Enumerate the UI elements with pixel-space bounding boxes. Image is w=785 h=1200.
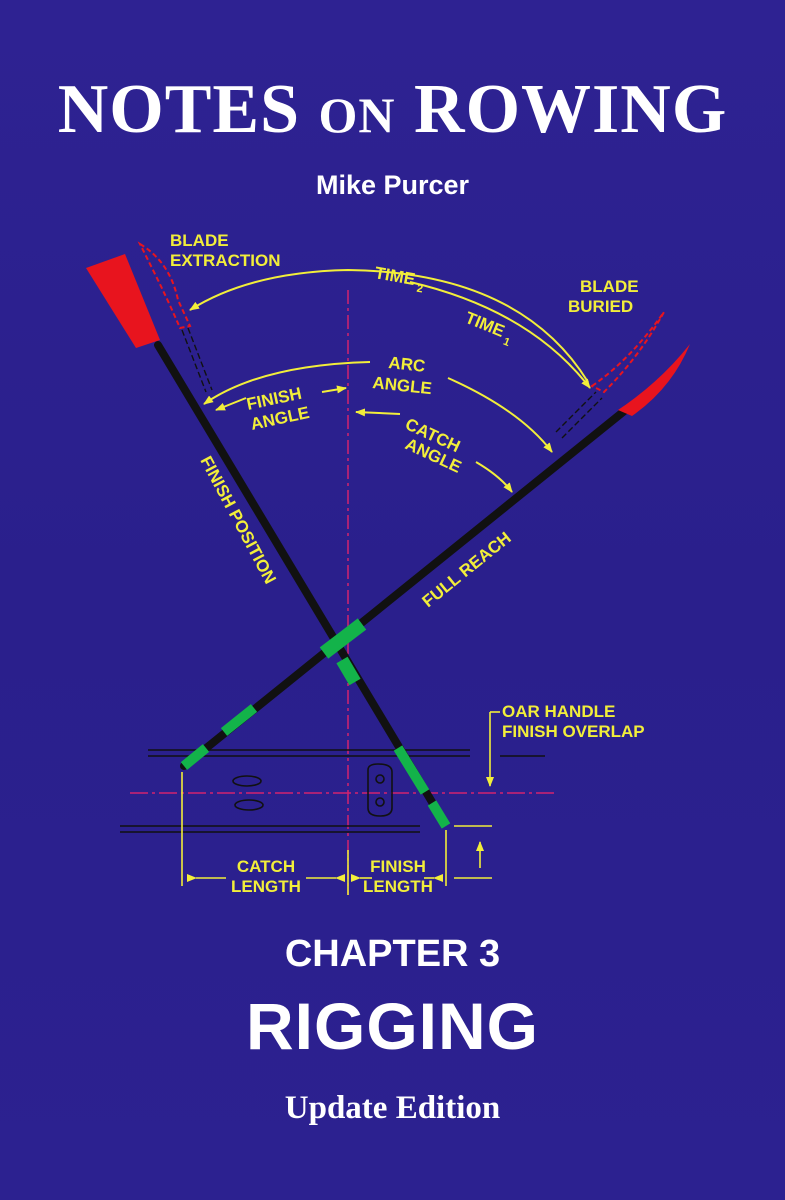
- finish-oar-grip: [393, 745, 430, 795]
- finish-oar-blade: [86, 254, 160, 348]
- author-name: Mike Purcer: [315, 170, 470, 200]
- title-rowing: ROWING: [395, 71, 728, 148]
- label-time2-sub: 2: [416, 283, 424, 296]
- arc-catch-angle-right: [475, 461, 513, 493]
- label-catch-length-1: CATCH: [237, 857, 295, 876]
- chapter-number: CHAPTER 3: [284, 933, 501, 975]
- label-finish-length-2: LENGTH: [363, 877, 433, 896]
- label-oar-handle-2: FINISH OVERLAP: [502, 722, 645, 741]
- arc-catch-angle-left: [355, 408, 401, 417]
- label-arc-angle-1: ARC: [388, 353, 427, 376]
- label-blade-buried-2: BURIED: [568, 297, 633, 316]
- catch-oar-grip: [220, 704, 258, 736]
- title-on: ON: [318, 87, 396, 143]
- label-finish-length-1: FINISH: [370, 857, 426, 876]
- ghost-oar-buried: [555, 391, 603, 439]
- label-oar-handle-1: OAR HANDLE: [502, 702, 615, 721]
- label-time1-text: TIME: [463, 308, 508, 341]
- arc-time2: [189, 268, 589, 383]
- dimension-lines: [181, 711, 500, 895]
- title-notes: NOTES: [57, 71, 319, 148]
- seat-shapes: [232, 763, 393, 817]
- arc-arc-angle-left: [203, 361, 371, 405]
- arc-arc-angle-right: [447, 377, 553, 453]
- arc-finish-angle-left: [215, 397, 247, 411]
- finish-oar-handle-tip: [427, 800, 451, 829]
- label-catch-length-2: LENGTH: [231, 877, 301, 896]
- catch-oar-collar: [319, 618, 367, 659]
- book-title: NOTES ON ROWING: [0, 70, 785, 155]
- label-time2: TIME 2: [373, 263, 424, 296]
- catch-oar-handle-tip: [180, 744, 210, 770]
- angle-arcs: [189, 268, 591, 493]
- catch-oar-blade: [618, 344, 690, 416]
- arc-finish-angle-right: [321, 385, 347, 394]
- ghost-blade-buried: [590, 311, 665, 394]
- edition-label: Update Edition: [284, 1090, 501, 1126]
- label-blade-extraction-2: EXTRACTION: [170, 251, 281, 270]
- label-arc-angle-2: ANGLE: [372, 373, 433, 398]
- finish-oar-collar: [336, 656, 361, 686]
- ghost-oar-extraction: [181, 327, 213, 393]
- catch-oar-shaft: [180, 404, 632, 770]
- arc-time1: [409, 281, 591, 389]
- label-time1-sub: 1: [501, 336, 511, 349]
- chapter-title: RIGGING: [245, 989, 539, 1063]
- label-blade-extraction-1: BLADE: [170, 231, 229, 250]
- label-blade-buried-1: BLADE: [580, 277, 639, 296]
- label-time2-text: TIME: [373, 263, 416, 289]
- label-time1: TIME 1: [463, 308, 512, 349]
- finish-oar-shaft: [154, 341, 448, 826]
